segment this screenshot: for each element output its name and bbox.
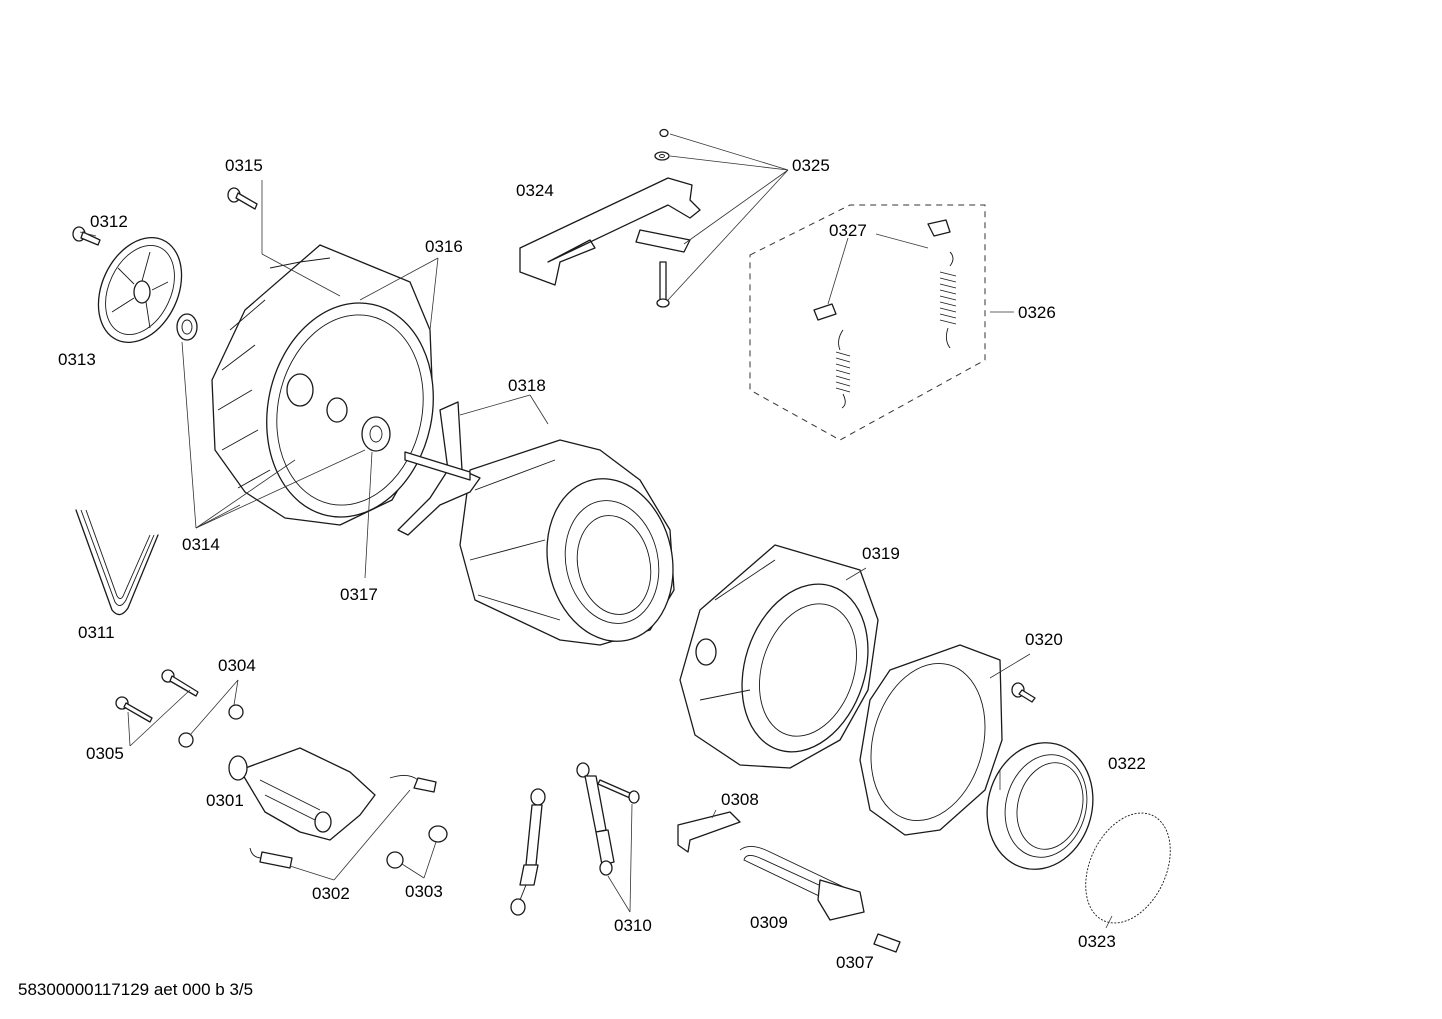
document-footer: 58300000117129 aet 000 b 3/5	[18, 980, 254, 999]
front-tub	[679, 544, 879, 769]
panel-screw	[1011, 682, 1036, 703]
label-0317: 0317	[340, 585, 378, 604]
motor-bush-a	[428, 825, 448, 843]
label-0314: 0314	[182, 535, 220, 554]
label-0326: 0326	[1018, 303, 1056, 322]
counterweight-bracket	[519, 177, 701, 286]
motor-nut-b	[178, 732, 194, 748]
pulley-screw	[72, 226, 101, 246]
label-0315: 0315	[225, 156, 263, 175]
clamp-ring	[1085, 812, 1171, 924]
label-0302: 0302	[312, 884, 350, 903]
label-0303: 0303	[405, 882, 443, 901]
bracket-nut	[659, 128, 669, 138]
spring-clip-right	[927, 219, 951, 237]
pulley-wheel	[97, 236, 183, 344]
label-0311: 0311	[78, 623, 115, 642]
front-panel-plate	[859, 644, 1003, 836]
bracket-plate	[635, 229, 691, 253]
motor-connector	[249, 847, 293, 869]
suspension-spring-left	[835, 329, 851, 409]
label-0325: 0325	[792, 156, 830, 175]
motor-bush-b	[386, 851, 404, 869]
motor-nut-a	[228, 704, 244, 720]
motor-cable-clip	[389, 775, 437, 793]
shock-absorber-bolt	[597, 779, 640, 804]
drum	[459, 439, 675, 646]
rear-tub	[211, 244, 434, 526]
label-0307: 0307	[836, 953, 874, 972]
label-0309: 0309	[750, 913, 788, 932]
label-0312: 0312	[90, 212, 128, 231]
motor-screw-a	[161, 669, 199, 697]
label-0301: 0301	[206, 791, 244, 810]
suspension-spring-right	[939, 251, 957, 349]
label-0318: 0318	[508, 376, 546, 395]
spring-clip-left	[813, 303, 837, 321]
bracket-bolt	[656, 261, 670, 308]
leader-lines	[79, 133, 1113, 929]
bearing-ring	[176, 313, 198, 341]
motor-screw-b	[115, 696, 153, 723]
label-0319: 0319	[862, 544, 900, 563]
label-0313: 0313	[58, 350, 96, 369]
temperature-sensor	[873, 933, 901, 953]
heater-bracket	[677, 811, 741, 853]
spring-group-outline	[749, 204, 986, 441]
label-0316: 0316	[425, 237, 463, 256]
shock-absorber-a	[510, 788, 546, 916]
label-0310: 0310	[614, 916, 652, 935]
heating-element	[739, 846, 865, 921]
label-0327: 0327	[829, 221, 867, 240]
label-0305: 0305	[86, 744, 124, 763]
drive-belt	[75, 509, 159, 616]
label-0323: 0323	[1078, 932, 1116, 951]
label-0322: 0322	[1108, 754, 1146, 773]
label-0304: 0304	[218, 656, 256, 675]
label-0320: 0320	[1025, 630, 1063, 649]
motor	[228, 747, 376, 841]
label-0308: 0308	[721, 790, 759, 809]
bracket-washer	[654, 151, 670, 161]
tub-screw	[227, 187, 258, 210]
drum-spider-arm	[397, 401, 481, 536]
label-0324: 0324	[516, 181, 554, 200]
shock-absorber-b	[576, 762, 615, 876]
door-seal	[986, 742, 1094, 870]
